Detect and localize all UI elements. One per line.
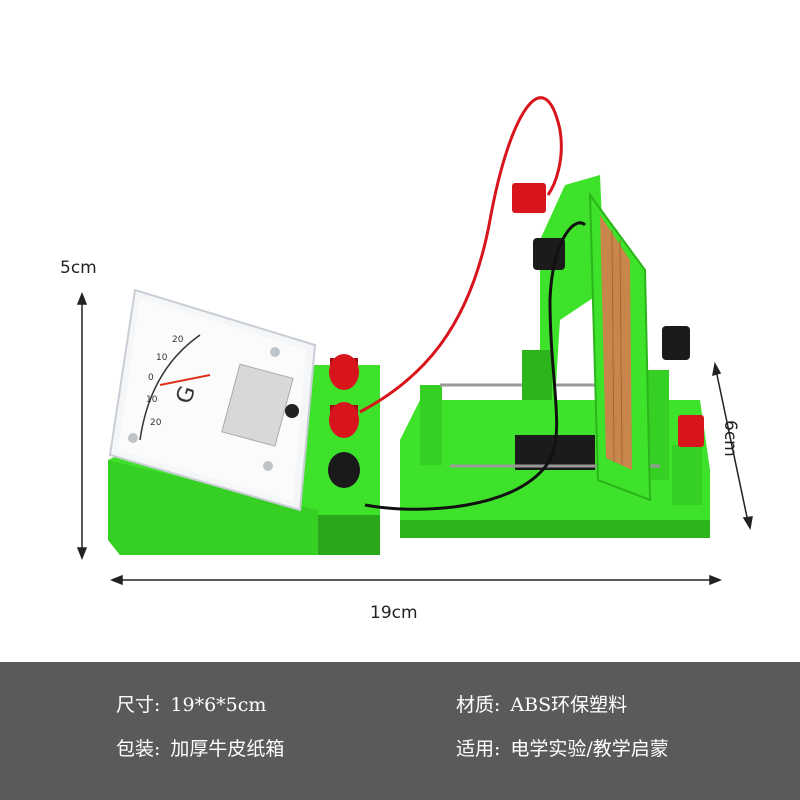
product-photo: G 20 10 0 10 20 bbox=[76, 96, 753, 586]
width-label: 19cm bbox=[370, 603, 418, 623]
spec-size-value: 19*6*5cm bbox=[170, 694, 267, 716]
depth-label: 6cm bbox=[720, 420, 740, 457]
spec-pack-label: 包装: bbox=[116, 738, 161, 760]
spec-use-value: 电学实验/教学启蒙 bbox=[510, 738, 669, 760]
red-terminal-top bbox=[329, 354, 359, 390]
meter-scale-label: 10 bbox=[156, 353, 168, 363]
spec-use-label: 适用: bbox=[456, 738, 501, 760]
spec-use: 适用: 电学实验/教学启蒙 bbox=[456, 734, 669, 761]
spec-size: 尺寸: 19*6*5cm bbox=[116, 690, 266, 717]
spec-size-label: 尺寸: bbox=[116, 694, 161, 716]
spec-bar: 尺寸: 19*6*5cm 包装: 加厚牛皮纸箱 材质: ABS环保塑料 适用: 电学实验… bbox=[0, 662, 800, 800]
meter-scale-label: 20 bbox=[150, 418, 162, 428]
spec-pack: 包装: 加厚牛皮纸箱 bbox=[116, 734, 284, 761]
height-dimension-line bbox=[76, 291, 88, 561]
spec-material: 材质: ABS环保塑料 bbox=[456, 690, 627, 717]
spec-pack-value: 加厚牛皮纸箱 bbox=[170, 738, 285, 760]
width-dimension-line bbox=[109, 574, 723, 586]
black-wire bbox=[364, 221, 587, 511]
meter-scale-label: 10 bbox=[146, 395, 158, 405]
meter-symbol: G bbox=[172, 383, 201, 407]
spec-material-label: 材质: bbox=[456, 694, 501, 716]
coil-apparatus bbox=[400, 175, 710, 538]
meter-scale-label: 0 bbox=[148, 373, 154, 383]
red-terminal-middle bbox=[329, 402, 359, 438]
red-wire bbox=[359, 96, 563, 414]
spec-material-value: ABS环保塑料 bbox=[510, 694, 628, 716]
depth-dimension-line bbox=[712, 361, 753, 531]
black-terminal bbox=[328, 452, 360, 488]
height-label: 5cm bbox=[60, 258, 97, 278]
galvanometer: G 20 10 0 10 20 bbox=[108, 288, 380, 555]
meter-scale-label: 20 bbox=[172, 335, 184, 345]
